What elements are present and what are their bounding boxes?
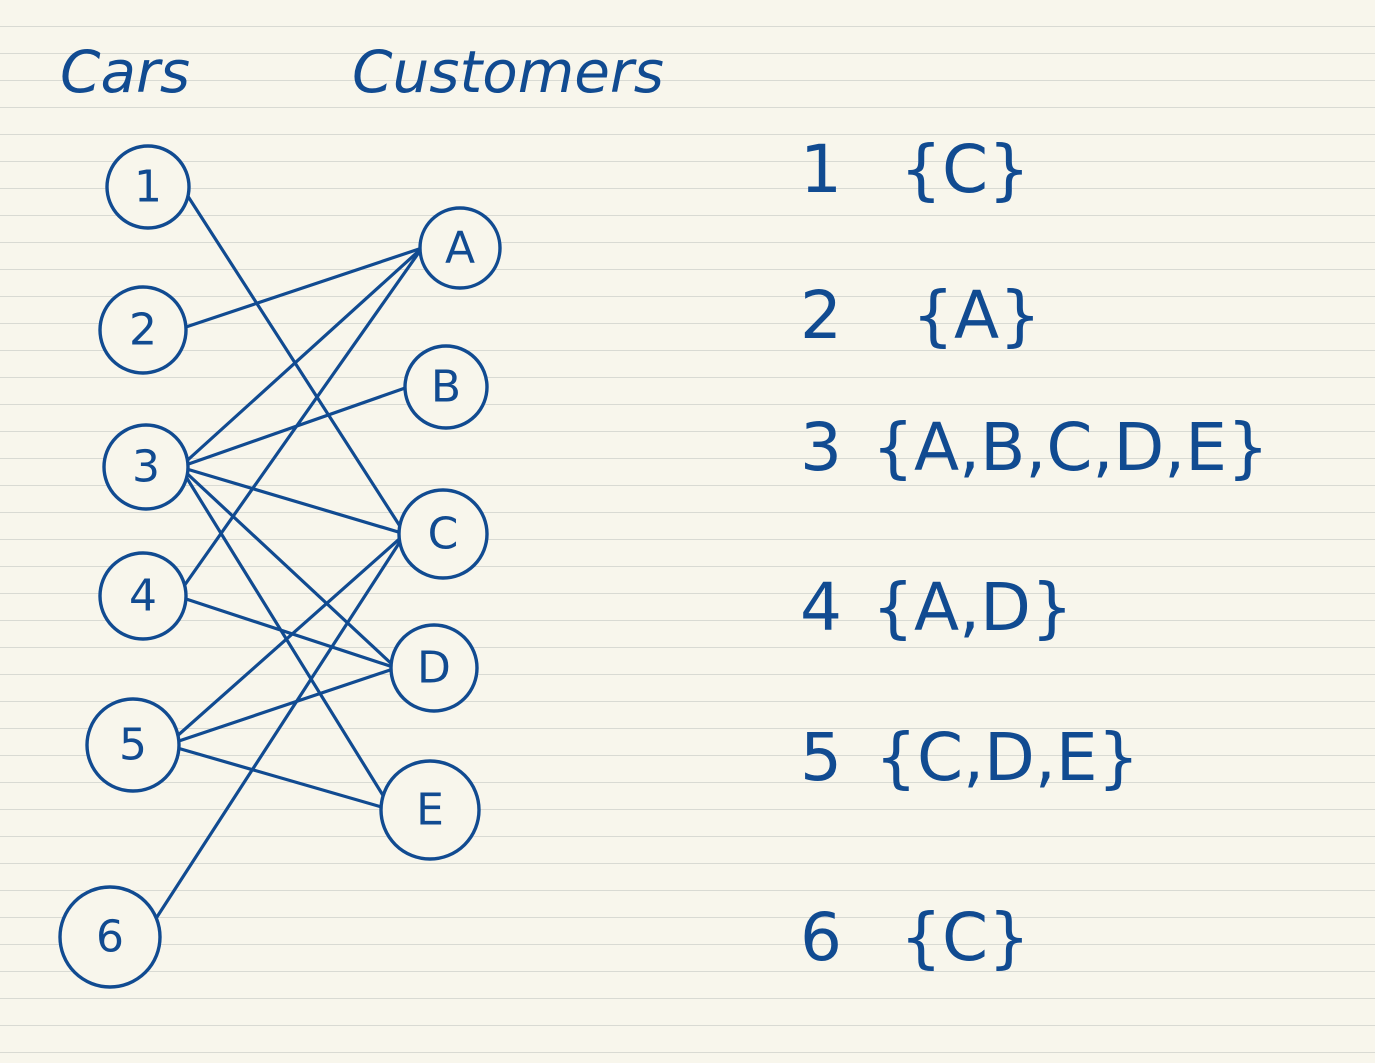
edge-1-C [180, 185, 407, 536]
customer-node-A [418, 206, 502, 290]
car-node-3 [102, 423, 190, 511]
edge-3-D [178, 465, 398, 670]
set-values: {A} [912, 277, 1041, 354]
customer-node-B [403, 344, 489, 430]
car-node-2 [98, 285, 188, 375]
edge-6-C [142, 532, 407, 939]
customer-label: D [417, 643, 451, 694]
customer-node-D [389, 623, 479, 713]
set-values: {C} [900, 131, 1030, 208]
edge-5-E [165, 743, 394, 812]
customer-label: C [428, 509, 459, 560]
car-node-6 [58, 885, 162, 989]
edge-3-B [178, 385, 410, 469]
set-values: {C} [900, 899, 1030, 976]
node-group: 1 2 3 4 5 6 A B C D E [58, 144, 502, 989]
edge-4-A [175, 246, 424, 598]
customer-label: E [416, 785, 444, 836]
car-label: 2 [129, 305, 157, 356]
edge-3-C [178, 465, 407, 536]
edge-5-D [165, 666, 398, 747]
set-car-number: 4 [800, 569, 842, 646]
set-car-number: 2 [800, 277, 842, 354]
edge-3-A [178, 246, 424, 469]
customer-label: A [445, 223, 475, 274]
car-label: 1 [134, 162, 162, 213]
customer-node-C [397, 488, 489, 580]
customers-header: Customers [352, 38, 664, 106]
edge-4-D [175, 594, 398, 670]
set-car-number: 6 [800, 899, 842, 976]
car-node-5 [85, 697, 181, 793]
car-node-4 [98, 551, 188, 641]
car-label: 3 [132, 442, 160, 493]
cars-header: Cars [60, 38, 190, 106]
set-values: {A,D} [872, 569, 1073, 646]
set-car-number: 1 [800, 131, 842, 208]
edge-2-A [175, 246, 424, 332]
set-values: {C,D,E} [875, 719, 1140, 796]
customer-node-E [379, 759, 481, 861]
set-list: 1 {C} 2 {A} 3 {A,B,C,D,E} 4 {A,D} 5 {C,D,E} 6 {C} [800, 131, 1269, 976]
car-label: 5 [119, 720, 147, 771]
car-node-1 [105, 144, 191, 230]
set-car-number: 3 [800, 409, 842, 486]
edge-5-C [165, 532, 407, 747]
car-label: 6 [96, 912, 124, 963]
set-values: {A,B,C,D,E} [872, 409, 1269, 486]
customer-label: B [431, 362, 461, 413]
set-car-number: 5 [800, 719, 842, 796]
edge-group [142, 185, 424, 939]
car-label: 4 [129, 571, 157, 622]
